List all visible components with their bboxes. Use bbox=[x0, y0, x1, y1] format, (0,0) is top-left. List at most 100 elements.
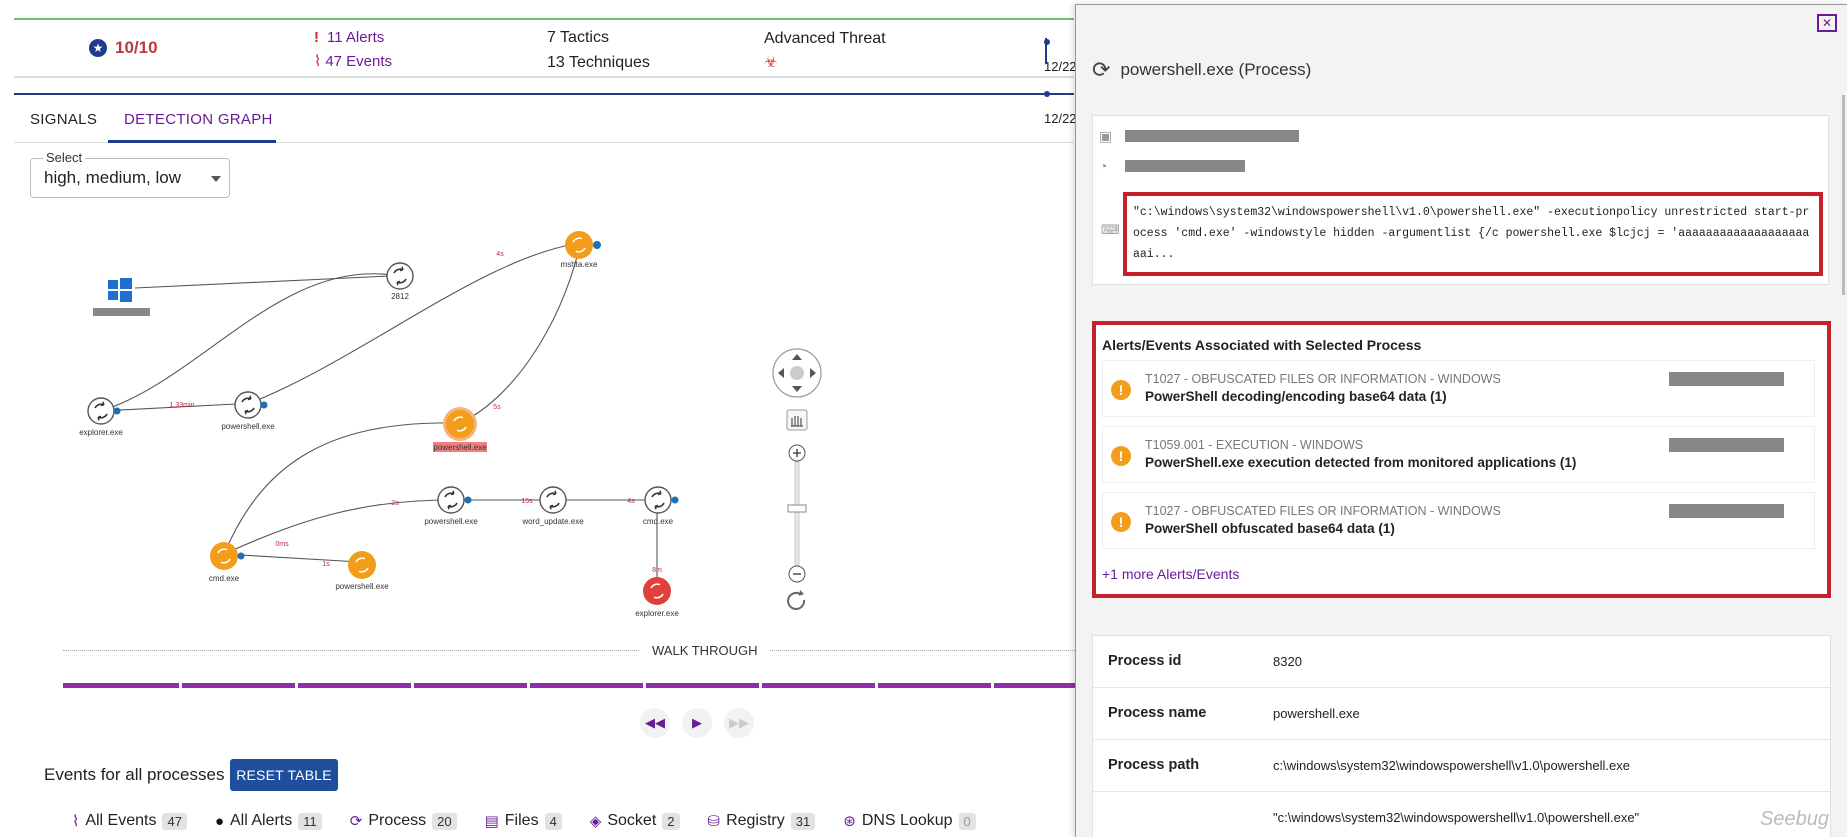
panel-scrollbar[interactable] bbox=[1842, 95, 1845, 295]
svg-text:cmd.exe: cmd.exe bbox=[209, 574, 240, 583]
registry-icon: ⛁ bbox=[707, 813, 721, 830]
reset-table-button[interactable]: RESET TABLE bbox=[230, 759, 338, 791]
process-node-powershell[interactable]: powershell.exe bbox=[424, 486, 478, 526]
count-badge: 11 bbox=[298, 812, 322, 830]
count-badge: 47 bbox=[162, 812, 187, 830]
redacted-timestamp bbox=[1669, 504, 1784, 518]
windows-icon bbox=[108, 278, 132, 302]
count-badge: 0 bbox=[958, 812, 976, 830]
tactics-count: 7 Tactics bbox=[547, 29, 609, 46]
process-node-cmd[interactable]: cmd.exe bbox=[643, 486, 679, 526]
alert-item[interactable]: ! T1027 - OBFUSCATED FILES OR INFORMATIO… bbox=[1102, 360, 1815, 417]
more-alerts-link[interactable]: +1 more Alerts/Events bbox=[1102, 566, 1240, 582]
process-node-mshta[interactable]: mshta.exe bbox=[561, 230, 601, 269]
zoom-slider[interactable] bbox=[787, 444, 807, 583]
tab-signals[interactable]: SIGNALS bbox=[30, 111, 98, 128]
redacted-timestamp bbox=[1669, 438, 1784, 452]
alert-description: PowerShell.exe execution detected from m… bbox=[1145, 455, 1577, 470]
svg-text:powershell.exe: powershell.exe bbox=[433, 443, 487, 452]
timeline-line bbox=[1045, 38, 1047, 64]
process-node-powershell[interactable]: powershell.exe bbox=[335, 550, 389, 591]
graph-edges bbox=[100, 243, 658, 587]
svg-text:2812: 2812 bbox=[391, 292, 409, 301]
process-details-table: Process id 8320 Process name powershell.… bbox=[1092, 635, 1831, 837]
redacted-timestamp bbox=[1669, 372, 1784, 386]
alerts-count[interactable]: !11 Alerts bbox=[314, 29, 385, 46]
alert-item[interactable]: ! T1059.001 - EXECUTION - WINDOWS PowerS… bbox=[1102, 426, 1815, 483]
process-summary-card: ▣ ◔ ⌨ "c:\windows\system32\windowspowers… bbox=[1092, 115, 1829, 285]
fast-forward-icon[interactable]: ▶▶ bbox=[724, 708, 754, 738]
techniques-count: 13 Techniques bbox=[547, 54, 650, 71]
alert-description: PowerShell decoding/encoding base64 data… bbox=[1145, 389, 1447, 404]
alert-category: T1027 - OBFUSCATED FILES OR INFORMATION … bbox=[1145, 504, 1501, 518]
process-node-word-update[interactable]: word_update.exe bbox=[521, 486, 584, 526]
panel-title-text: powershell.exe (Process) bbox=[1120, 60, 1312, 79]
walk-through-progress[interactable] bbox=[63, 683, 1075, 688]
warning-icon: ! bbox=[1111, 512, 1131, 532]
svg-text:explorer.exe: explorer.exe bbox=[635, 609, 679, 618]
svg-text:powershell.exe: powershell.exe bbox=[221, 422, 275, 431]
process-node-cmd[interactable]: cmd.exe bbox=[209, 541, 245, 583]
watermark-logo: Seebug bbox=[1760, 808, 1829, 830]
hand-icon[interactable] bbox=[786, 409, 808, 431]
process-detail-panel: ✕ ⟳ powershell.exe (Process) ▣ ◔ ⌨ "c:\w… bbox=[1075, 4, 1847, 837]
play-icon[interactable]: ▶ bbox=[682, 708, 712, 738]
edge-cmd-powershell4 bbox=[223, 553, 361, 563]
refresh-icon[interactable] bbox=[787, 590, 806, 610]
header-divider bbox=[14, 93, 1074, 95]
svg-text:explorer.exe: explorer.exe bbox=[79, 428, 123, 437]
edge-label: 1s bbox=[322, 561, 330, 568]
rewind-icon[interactable]: ◀◀ bbox=[640, 708, 670, 738]
panel-title: ⟳ powershell.exe (Process) bbox=[1092, 57, 1311, 83]
associated-alerts-card: Alerts/Events Associated with Selected P… bbox=[1092, 321, 1831, 598]
user-row: ▣ bbox=[1099, 128, 1299, 144]
svg-text:mshta.exe: mshta.exe bbox=[561, 260, 598, 269]
events-title: Events for all processes bbox=[44, 765, 225, 784]
summary-strip: ★ 10/10 !11 Alerts ⌇47 Events 7 Tactics … bbox=[14, 18, 1077, 126]
edge-explorer-2812 bbox=[100, 273, 393, 412]
process-node-powershell-selected[interactable]: powershell.exe bbox=[433, 407, 487, 452]
edge-label: 8m bbox=[652, 567, 662, 574]
windows-host-node[interactable] bbox=[93, 278, 150, 316]
count-badge: 4 bbox=[544, 812, 562, 830]
alert-icon: ● bbox=[214, 812, 224, 830]
chevron-down-icon bbox=[211, 176, 221, 182]
close-icon[interactable]: ✕ bbox=[1817, 14, 1837, 32]
edge-cmd-powershell bbox=[223, 422, 459, 555]
tab-bar: SIGNALS DETECTION GRAPH bbox=[14, 95, 1074, 143]
severity-select[interactable]: Select high, medium, low bbox=[30, 150, 230, 198]
redacted-user bbox=[1125, 130, 1299, 142]
detection-graph: 1.33min 4s 5s 2s 15s 4s 0ms 1s 8m 2812 m… bbox=[79, 230, 822, 618]
count-badge: 31 bbox=[790, 812, 816, 830]
svg-text:cmd.exe: cmd.exe bbox=[643, 517, 674, 526]
threat-type: Advanced Threat ☣ bbox=[764, 27, 886, 75]
alerts-events-counts: !11 Alerts ⌇47 Events bbox=[314, 26, 392, 74]
walk-through-label: WALK THROUGH bbox=[640, 643, 770, 658]
process-icon: ⟳ bbox=[349, 813, 363, 830]
process-node-explorer-alert[interactable]: explorer.exe bbox=[635, 577, 679, 618]
svg-text:powershell.exe: powershell.exe bbox=[335, 582, 389, 591]
alert-item[interactable]: ! T1027 - OBFUSCATED FILES OR INFORMATIO… bbox=[1102, 492, 1815, 549]
tab-detection-graph[interactable]: DETECTION GRAPH bbox=[124, 111, 273, 128]
process-node-2812[interactable]: 2812 bbox=[386, 262, 414, 301]
redacted-host bbox=[93, 308, 150, 316]
process-node-powershell[interactable]: powershell.exe bbox=[221, 391, 275, 431]
edge-label: 0ms bbox=[275, 541, 289, 548]
time-row: ◔ bbox=[1099, 158, 1245, 174]
alert-description: PowerShell obfuscated base64 data (1) bbox=[1145, 521, 1395, 536]
graph-pan-control[interactable] bbox=[772, 348, 822, 398]
process-icon: ⟳ bbox=[1092, 57, 1111, 82]
events-count[interactable]: ⌇47 Events bbox=[314, 53, 393, 70]
active-tab-indicator bbox=[108, 140, 276, 143]
alert-category: T1027 - OBFUSCATED FILES OR INFORMATION … bbox=[1145, 372, 1501, 386]
select-value: high, medium, low bbox=[44, 168, 182, 187]
playback-controls: ◀◀ ▶ ▶▶ bbox=[640, 708, 754, 738]
process-node-explorer[interactable]: explorer.exe bbox=[79, 397, 123, 437]
